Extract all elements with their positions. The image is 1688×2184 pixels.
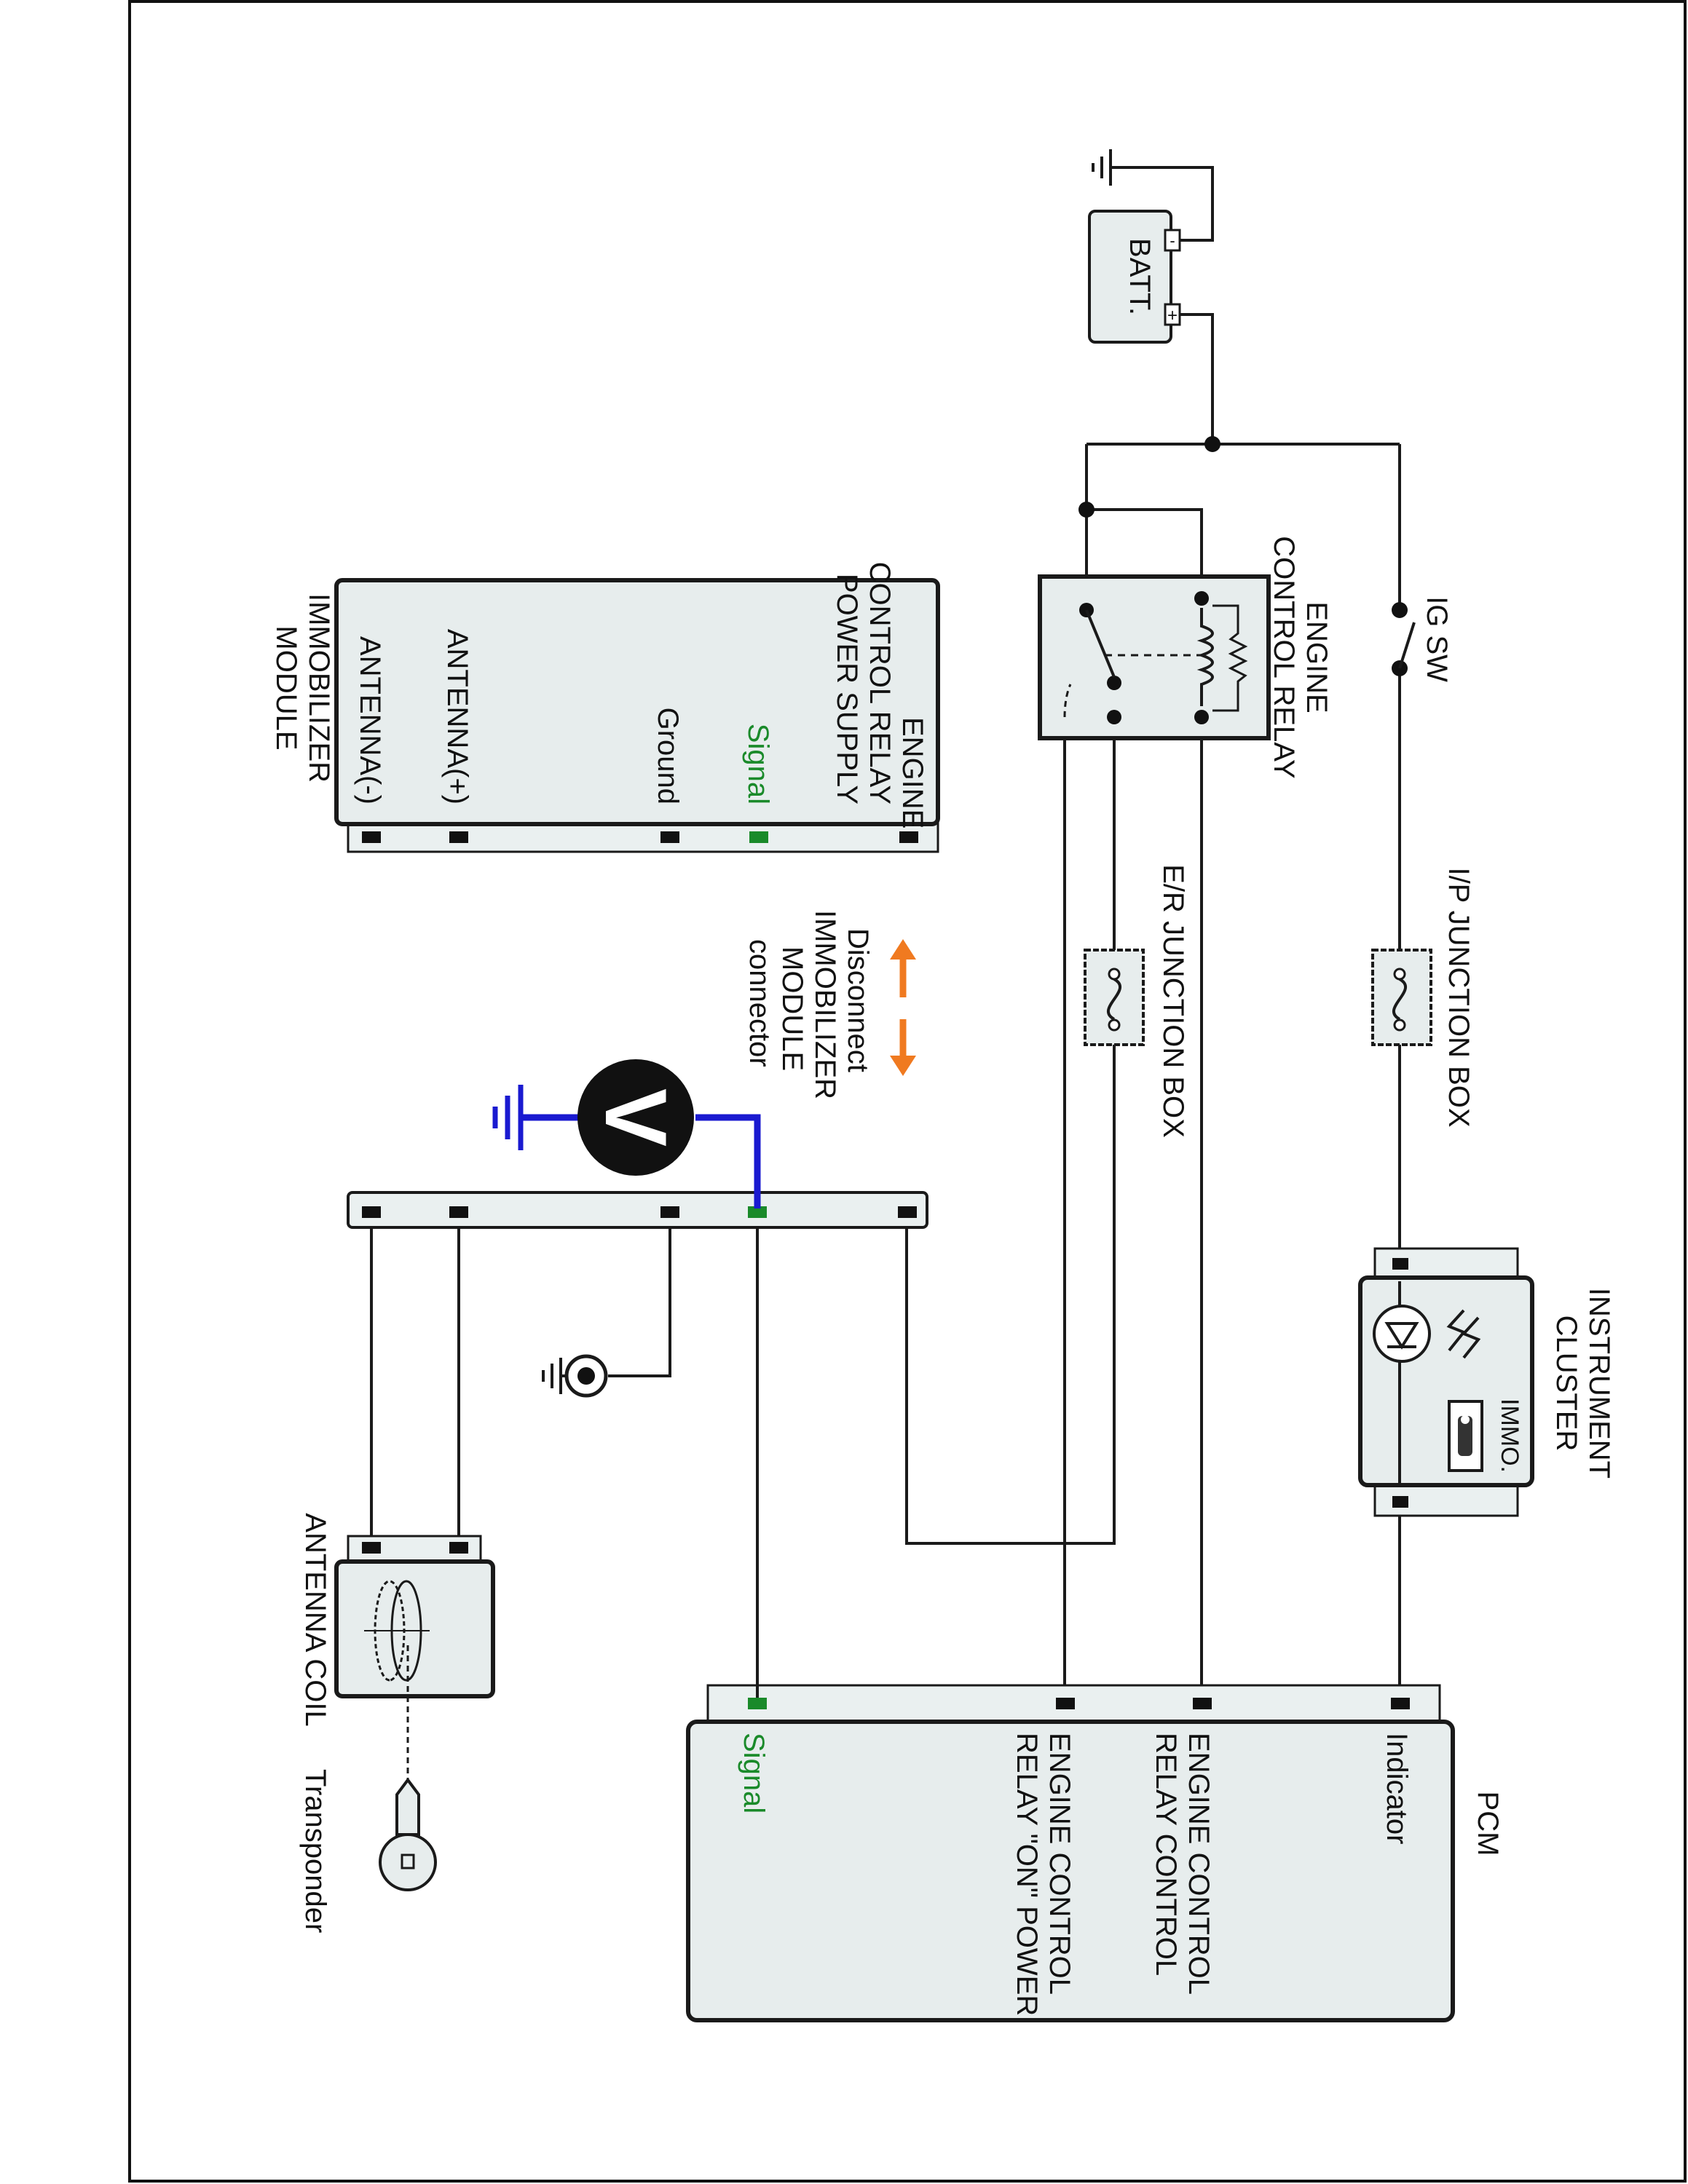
immobilizer-label-line2: MODULE [270,625,302,750]
chassis-ground-icon [542,1354,608,1398]
transponder-label: Transponder [299,1769,331,1933]
immobilizer-pin-power-line1: ENGINE [896,717,928,828]
engine-control-relay: ENGINE CONTROL RELAY [1038,536,1333,779]
pcm: PCM Indicator ENGINE CONTROL RELAY CONTR… [686,1684,1504,2022]
immobilizer-pin-power-line3: POWER SUPPLY [831,574,863,804]
transponder-key-icon [379,1645,437,1891]
disconnect-note-line1: Disconnect [842,928,874,1072]
immobilizer-label-line1: IMMOBILIZER [303,593,335,783]
voltmeter: V [492,1059,761,1208]
antenna-coil: ANTENNA COIL [299,1513,495,1727]
immobilizer-pin-power-line2: CONTROL RELAY [864,562,896,804]
disconnect-note: Disconnect IMMOBILIZER MODULE connector [744,910,874,1099]
immo-lamp-icon [1448,1400,1483,1472]
er-junction-box-label: E/R JUNCTION BOX [1157,864,1189,1138]
ig-switch: IG SW [1392,596,1453,682]
coil-icon [364,1580,430,1682]
light-rays-icon [1446,1309,1481,1359]
cluster-label-line1: INSTRUMENT [1583,1288,1615,1479]
immobilizer-signal-pin [749,831,768,843]
immobilizer-pin-antenna-plus: ANTENNA(+) [441,629,473,804]
voltmeter-symbol: V [587,1088,685,1147]
immobilizer-pin-antenna-minus: ANTENNA(-) [354,636,386,804]
relay-label-line2: CONTROL RELAY [1268,536,1300,778]
led-icon [1373,1281,1431,1485]
ip-junction-box-label: I/P JUNCTION BOX [1443,867,1475,1127]
pcm-pin-indicator: Indicator [1381,1733,1413,1844]
disconnect-note-line2: IMMOBILIZER [809,910,841,1099]
pcm-pin-signal: Signal [738,1733,770,1813]
ig-switch-label: IG SW [1421,596,1453,682]
disconnect-note-line3: MODULE [776,946,808,1071]
wires [370,166,1401,1704]
battery-plus-icon: + [1167,306,1178,325]
immo-lamp-label: IMMO. [1496,1398,1523,1473]
battery-ground-icon [1092,149,1112,186]
ip-junction-box: I/P JUNCTION BOX [1371,867,1475,1128]
immobilizer-module: ENGINE CONTROL RELAY POWER SUPPLY Signal… [270,562,940,853]
battery-label: BATT. [1124,238,1156,315]
disconnect-note-line4: connector [744,939,776,1067]
probe-wire [695,1114,761,1208]
pcm-pin-relay-control-line2: RELAY CONTROL [1150,1733,1182,1976]
relay-label-line1: ENGINE [1301,601,1333,713]
pcm-pin-relay-control-line1: ENGINE CONTROL [1183,1733,1215,1995]
page-frame [128,0,1687,2183]
pcm-label: PCM [1472,1792,1504,1856]
immobilizer-pin-ground: Ground [652,708,684,804]
voltmeter-ground-icon [492,1085,524,1150]
battery: - + BATT. [1088,210,1181,344]
immobilizer-pin-signal: Signal [742,724,774,804]
antenna-coil-label: ANTENNA COIL [299,1513,331,1726]
instrument-cluster: IMMO. INSTRUMENT CLUSTER [1358,1247,1615,1517]
pcm-pin-on-power-line1: ENGINE CONTROL [1044,1733,1076,1995]
disconnect-arrows-icon [890,939,916,1076]
harness-signal-pin [748,1206,767,1218]
battery-minus-icon: - [1170,232,1175,250]
cluster-label-line2: CLUSTER [1550,1315,1582,1452]
pcm-pin-on-power-line2: RELAY "ON" POWER [1011,1733,1043,2016]
junction-dots [1078,436,1220,518]
harness-connector [347,1191,928,1229]
er-junction-box: E/R JUNCTION BOX [1084,864,1189,1138]
pcm-signal-pin [748,1698,767,1709]
